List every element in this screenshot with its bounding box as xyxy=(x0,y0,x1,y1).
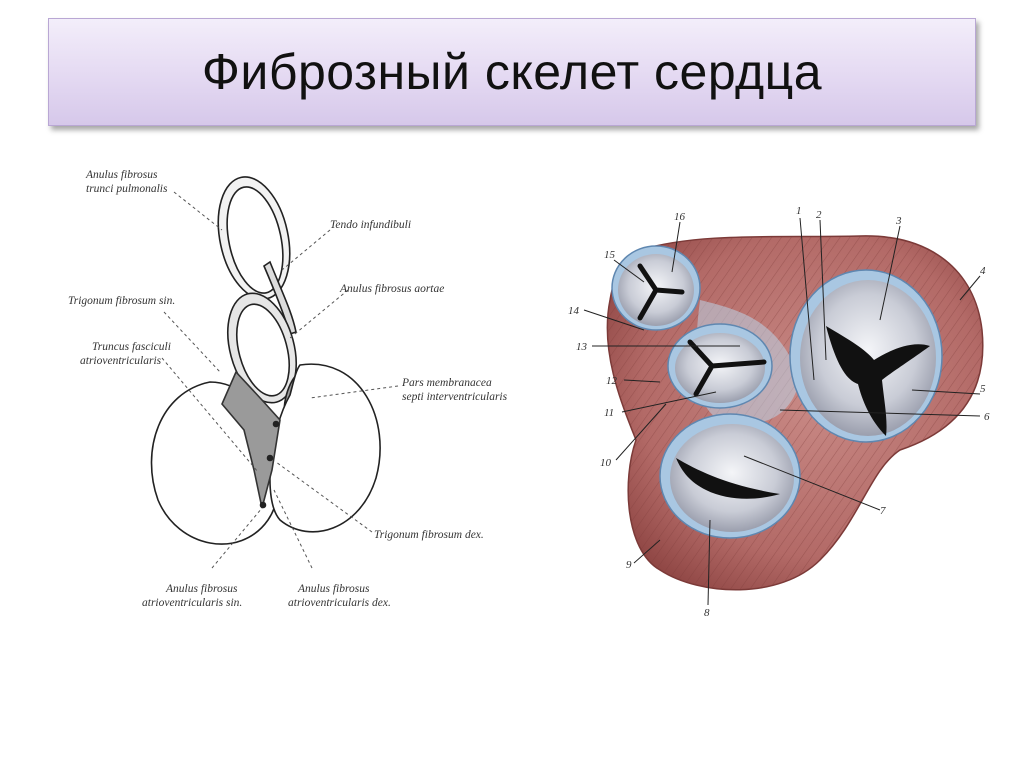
label-anulus-aortae: Anulus fibrosus aortae xyxy=(339,283,444,295)
num-label-16: 16 xyxy=(674,211,686,223)
mitral-valve xyxy=(659,413,801,539)
num-label-12: 12 xyxy=(606,375,618,387)
num-label-6: 6 xyxy=(984,411,990,423)
trigone-dot-2 xyxy=(266,454,274,462)
num-label-3: 3 xyxy=(895,215,902,227)
num-label-15: 15 xyxy=(604,249,616,261)
label-pars-line1: Pars membranacea xyxy=(401,377,492,389)
num-label-5: 5 xyxy=(980,383,986,395)
label-av-sin-line1: Anulus fibrosus xyxy=(165,583,238,595)
label-truncus-line1: Truncus fasciculi xyxy=(92,341,171,353)
num-label-8: 8 xyxy=(704,607,710,619)
num-label-1: 1 xyxy=(796,205,802,217)
num-label-14: 14 xyxy=(568,305,580,317)
left-fibrous-skeleton-drawing xyxy=(150,176,381,545)
label-trigonum-dex: Trigonum fibrosum dex. xyxy=(374,529,484,541)
label-pars-line2: septi interventricularis xyxy=(402,391,508,403)
label-anulus-pulm-line1: Anulus fibrosus xyxy=(85,169,158,181)
left-leader-lines xyxy=(161,191,399,569)
num-label-7: 7 xyxy=(880,505,886,517)
trigone-dot-1 xyxy=(272,420,280,428)
slide-title: Фиброзный скелет сердца xyxy=(201,44,823,100)
pulmonary-valve xyxy=(611,245,701,331)
num-label-11: 11 xyxy=(604,407,614,419)
label-anulus-pulm-line2: trunci pulmonalis xyxy=(86,183,168,195)
num-label-2: 2 xyxy=(816,209,822,221)
label-av-dex-line1: Anulus fibrosus xyxy=(297,583,370,595)
left-labels: Anulus fibrosus trunci pulmonalis Tendo … xyxy=(68,169,508,609)
num-label-4: 4 xyxy=(980,265,986,277)
num-label-9: 9 xyxy=(626,559,632,571)
num-label-10: 10 xyxy=(600,457,612,469)
label-av-sin-line2: atrioventricularis sin. xyxy=(142,597,242,609)
trigone-dot-3 xyxy=(259,501,267,509)
label-trigonum-sin: Trigonum fibrosum sin. xyxy=(68,295,175,307)
right-av-ring xyxy=(269,363,381,533)
num-label-13: 13 xyxy=(576,341,588,353)
aortic-valve xyxy=(667,323,773,409)
label-truncus-line2: atrioventricularis xyxy=(80,355,162,367)
right-number-labels: 1 2 3 4 5 6 7 8 9 10 11 12 13 14 15 16 xyxy=(568,205,990,619)
aortic-ring-inner xyxy=(236,303,290,397)
label-av-dex-line2: atrioventricularis dex. xyxy=(288,597,391,609)
right-leader-lines xyxy=(583,217,981,606)
label-tendo-infundibuli: Tendo infundibuli xyxy=(330,219,411,231)
right-heart-base-drawing xyxy=(606,235,984,591)
slide-title-bar: Фиброзный скелет сердца xyxy=(48,18,976,126)
tricuspid-valve xyxy=(789,269,943,443)
